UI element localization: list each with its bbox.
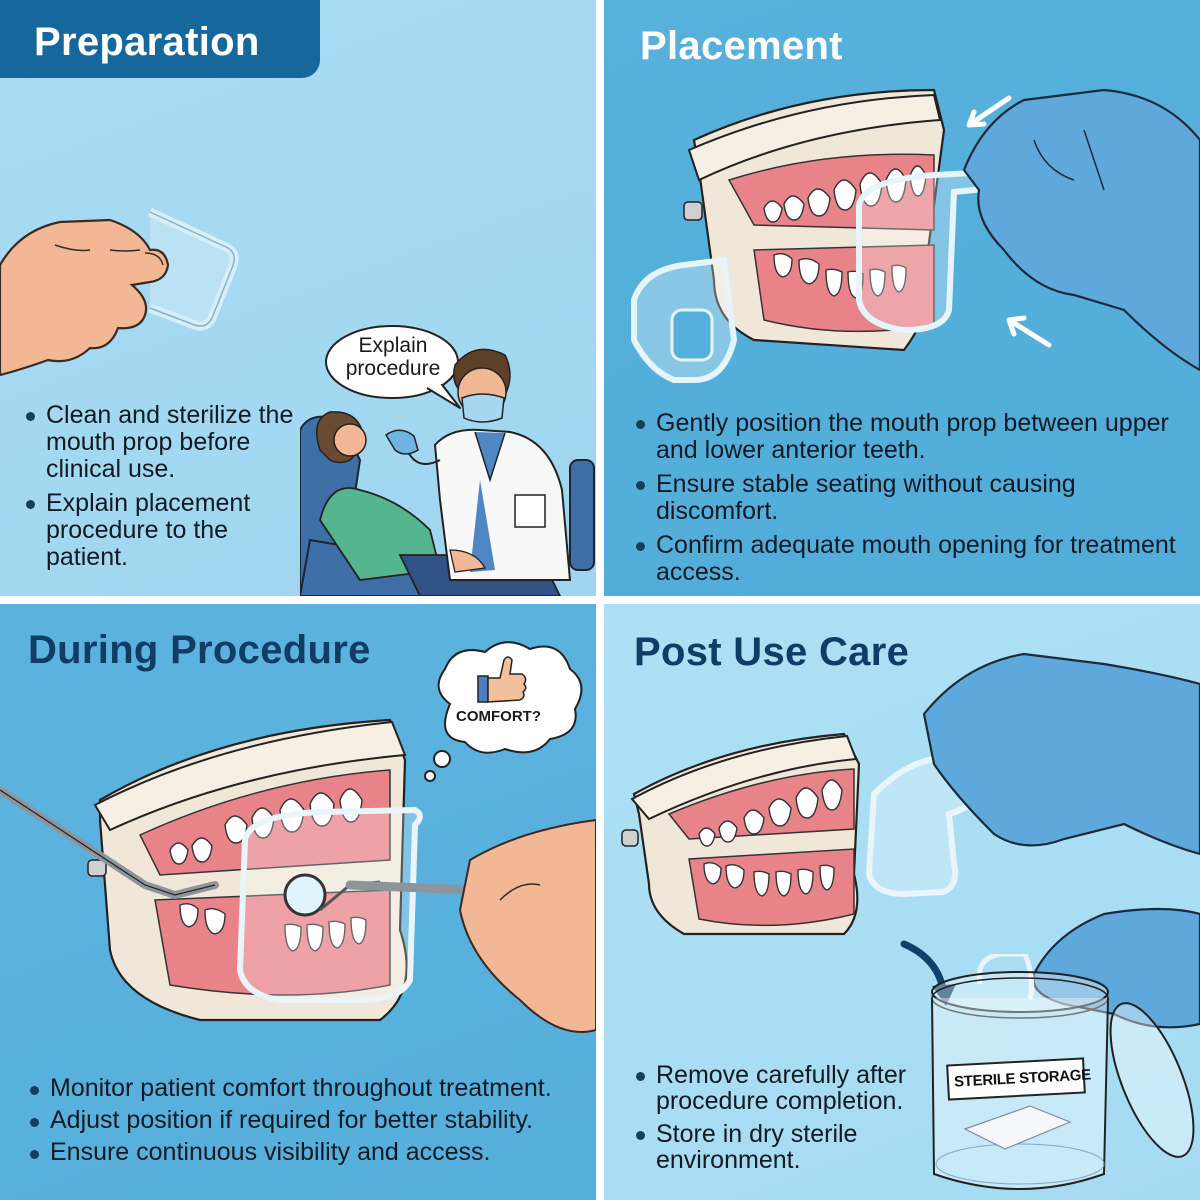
panel-title: Preparation xyxy=(34,20,260,64)
speech-bubble-text: Explain procedure xyxy=(345,334,441,380)
bullet-item: Remove carefully after procedure complet… xyxy=(634,1062,934,1114)
bullet-dot-icon xyxy=(30,1118,39,1127)
bullet-list: Clean and sterilize the mouth prop befor… xyxy=(24,402,314,578)
dental-model-with-prop-icon xyxy=(631,88,1200,383)
dental-model-removal-icon xyxy=(621,652,1200,1029)
bullet-dot-icon xyxy=(636,420,645,429)
bullet-dot-icon xyxy=(26,500,35,509)
hand-holding-prop-icon xyxy=(0,207,239,377)
bullet-item: Store in dry sterile environment. xyxy=(634,1121,934,1173)
bullet-item: Gently position the mouth prop between u… xyxy=(634,410,1194,464)
bullet-item: Ensure continuous visibility and access. xyxy=(28,1140,596,1165)
panel-title: Post Use Care xyxy=(634,630,910,674)
bullet-dot-icon xyxy=(636,542,645,551)
bullet-dot-icon xyxy=(26,412,35,421)
panel-preparation: Preparation Explain procedure xyxy=(0,0,596,596)
thought-cloud-text: COMFORT? xyxy=(456,708,541,725)
panel-during-procedure: During Procedure COMFORT? xyxy=(0,604,596,1200)
bullet-dot-icon xyxy=(30,1086,39,1095)
dentist-patient-scene-icon xyxy=(300,348,595,596)
panel-post-use-care: Post Use Care xyxy=(604,604,1200,1200)
bullet-item: Ensure stable seating without causing di… xyxy=(634,471,1194,525)
bullet-list: Remove carefully after procedure complet… xyxy=(634,1062,934,1180)
bullet-item: Adjust position if required for better s… xyxy=(28,1108,596,1133)
bullet-dot-icon xyxy=(636,1072,645,1081)
panel-placement: Placement xyxy=(604,0,1200,596)
bullet-item: Monitor patient comfort throughout treat… xyxy=(28,1076,596,1101)
bullet-dot-icon xyxy=(636,481,645,490)
bullet-list: Gently position the mouth prop between u… xyxy=(634,410,1194,593)
dental-model-with-tools-icon xyxy=(0,718,596,1033)
panel-title: Placement xyxy=(640,24,843,68)
bullet-dot-icon xyxy=(636,1131,645,1140)
sterile-storage-jar-icon xyxy=(931,954,1195,1190)
bullet-item: Confirm adequate mouth opening for treat… xyxy=(634,532,1194,586)
bullet-item: Explain placement procedure to the patie… xyxy=(24,490,314,571)
title-tab xyxy=(0,0,320,78)
thought-cloud-icon xyxy=(424,641,583,782)
bullet-list: Monitor patient comfort throughout treat… xyxy=(28,1076,596,1172)
bullet-item: Clean and sterilize the mouth prop befor… xyxy=(24,402,314,483)
panel-title: During Procedure xyxy=(28,628,371,672)
bullet-dot-icon xyxy=(30,1150,39,1159)
